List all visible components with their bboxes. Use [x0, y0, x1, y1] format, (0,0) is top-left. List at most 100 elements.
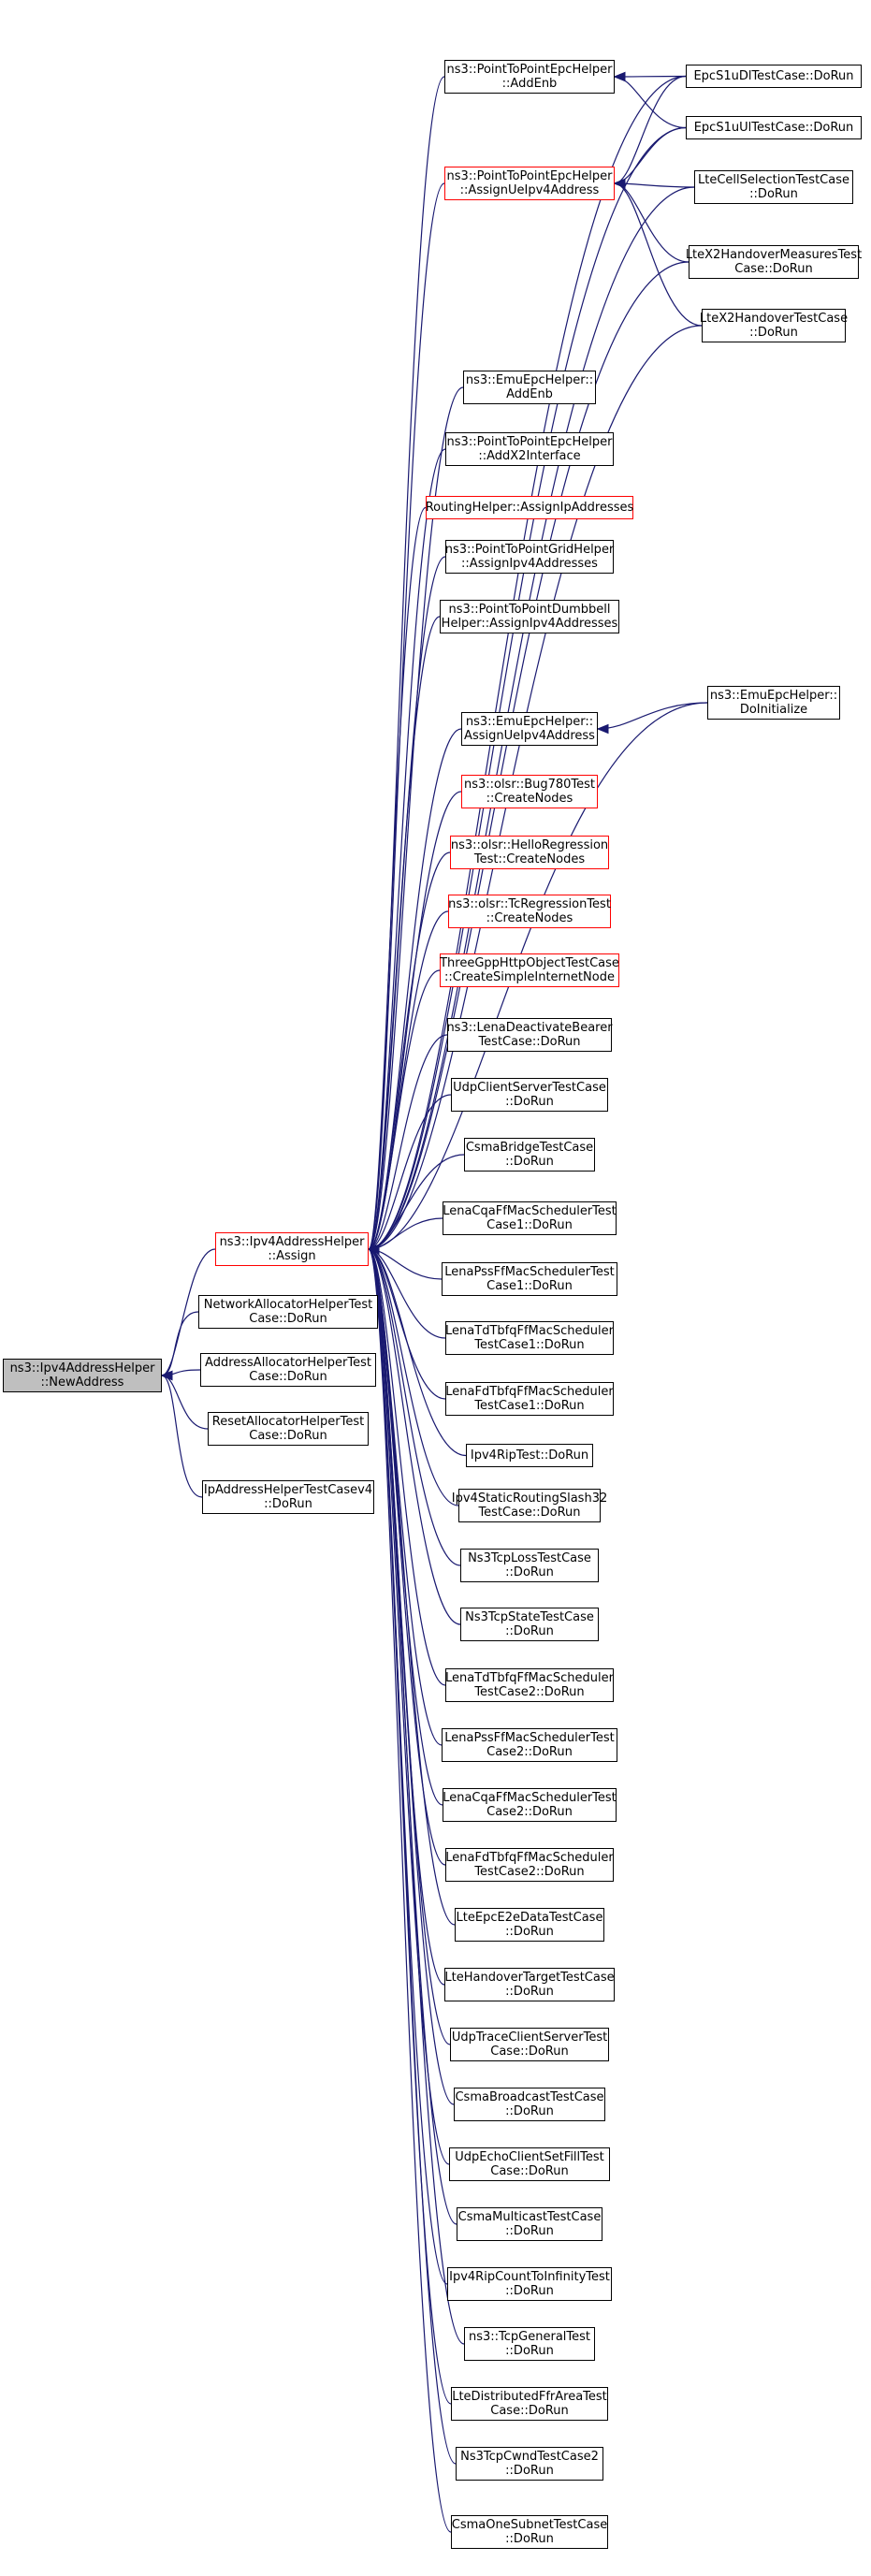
node-label-line: Case::DoRun [249, 1370, 327, 1384]
node-label-line: CsmaBroadcastTestCase [455, 2090, 604, 2104]
node-label-line: NetworkAllocatorHelperTest [203, 1298, 373, 1312]
node-label-line: Helper::AssignIpv4Addresses [441, 617, 618, 631]
node-pointtopointepchelper-addenb[interactable]: ns3::PointToPointEpcHelper::AddEnb [444, 60, 615, 94]
node-pointtopointgridhelper-assignipv4addresses[interactable]: ns3::PointToPointGridHelper::AssignIpv4A… [445, 540, 614, 574]
node-csmabridgetestcase-dorun[interactable]: CsmaBridgeTestCase::DoRun [464, 1138, 595, 1172]
node-label-line: ::DoRun [505, 2532, 554, 2546]
node-label-line: Case::DoRun [734, 262, 813, 276]
node-ltex2handovertestcase-dorun[interactable]: LteX2HandoverTestCase::DoRun [700, 309, 848, 342]
node-label-line: ::DoRun [505, 1155, 554, 1169]
node-label-line: TestCase1::DoRun [474, 1399, 585, 1413]
node-label-line: ns3::EmuEpcHelper:: [465, 715, 594, 729]
node-label-line: TestCase::DoRun [478, 1035, 581, 1049]
node-ipv4ripcounttoinfinitytest-dorun[interactable]: Ipv4RipCountToInfinityTest::DoRun [447, 2267, 612, 2301]
node-ns3tcplosstestcase-dorun[interactable]: Ns3TcpLossTestCase::DoRun [460, 1549, 599, 1582]
node-pointtopointepchelper-assignueipv4address[interactable]: ns3::PointToPointEpcHelper::AssignUeIpv4… [444, 167, 615, 200]
node-label-line: AssignUeIpv4Address [464, 729, 595, 743]
node-label-line: ns3::PointToPointGridHelper [444, 543, 615, 557]
node-csmabroadcasttestcase-dorun[interactable]: CsmaBroadcastTestCase::DoRun [454, 2088, 605, 2121]
node-epcs1uultestcase-dorun[interactable]: EpcS1uUlTestCase::DoRun [686, 116, 862, 139]
node-ipaddresshelpertestcasev4-dorun[interactable]: IpAddressHelperTestCasev4::DoRun [202, 1480, 374, 1514]
node-label-line: Case::DoRun [490, 2404, 569, 2418]
node-ipv4addresshelper-newaddress: ns3::Ipv4AddressHelper::NewAddress [3, 1359, 162, 1392]
node-lteepce2edatatestcase-dorun[interactable]: LteEpcE2eDataTestCase::DoRun [455, 1908, 604, 1942]
edge-n25-to-n1 [368, 1248, 467, 1457]
edge-n37-to-n1 [368, 1248, 450, 2165]
node-label-line: LenaFdTbfqFfMacScheduler [445, 1851, 614, 1865]
node-emuepchelper-doinitialize[interactable]: ns3::EmuEpcHelper::DoInitialize [707, 686, 840, 720]
edge-n2-to-n0 [161, 1311, 199, 1376]
node-label-line: AddressAllocatorHelperTest [205, 1356, 371, 1370]
edge-n29-to-n1 [368, 1248, 446, 1686]
edge-n28-to-n1 [368, 1248, 461, 1625]
node-routinghelper-assignipaddresses[interactable]: RoutingHelper::AssignIpAddresses [426, 496, 633, 519]
node-threegpphttpobjecttestcase-createsimpleinternetnode[interactable]: ThreeGppHttpObjectTestCase::CreateSimple… [440, 953, 619, 987]
node-label-line: ::DoRun [264, 1497, 312, 1511]
node-label-line: Case::DoRun [249, 1312, 327, 1326]
edge-n32-to-n1 [368, 1248, 446, 1866]
edge-n46-to-n7 [614, 182, 695, 188]
node-label-line: LenaPssFfMacSchedulerTest [444, 1731, 615, 1745]
node-label-line: TestCase::DoRun [478, 1506, 581, 1520]
node-emuepchelper-assignueipv4address[interactable]: ns3::EmuEpcHelper::AssignUeIpv4Address [461, 712, 598, 746]
edge-n33-to-n1 [368, 1248, 456, 1926]
node-label-line: ::NewAddress [40, 1375, 124, 1390]
edge-n42-to-n1 [368, 1248, 457, 2465]
node-label-line: Ns3TcpStateTestCase [465, 1610, 594, 1624]
node-label-line: ::DoRun [505, 2284, 554, 2298]
node-epcs1udltestcase-dorun[interactable]: EpcS1uDlTestCase::DoRun [686, 65, 862, 88]
node-label-line: ns3::olsr::TcRegressionTest [448, 897, 611, 911]
node-ltehandovertargettestcase-dorun[interactable]: LteHandoverTargetTestCase::DoRun [444, 1968, 615, 2001]
node-olsr-bug780test-createnodes[interactable]: ns3::olsr::Bug780Test::CreateNodes [461, 775, 598, 808]
node-label-line: UdpTraceClientServerTest [451, 2030, 608, 2045]
node-label-line: LenaCqaFfMacSchedulerTest [443, 1791, 617, 1805]
node-label-line: ns3::Ipv4AddressHelper [219, 1235, 365, 1249]
edge-n49-to-n13 [597, 702, 708, 730]
edge-n47-to-n7 [614, 182, 690, 263]
node-tcpgeneraltest-dorun[interactable]: ns3::TcpGeneralTest::DoRun [464, 2327, 595, 2361]
node-label-line: Test::CreateNodes [473, 852, 586, 866]
node-label-line: ::DoRun [749, 326, 798, 340]
node-label-line: ::AssignIpv4Addresses [461, 557, 598, 571]
edge-n8-to-n1 [368, 386, 464, 1250]
node-olsr-tcregressiontest-createnodes[interactable]: ns3::olsr::TcRegressionTest::CreateNodes [448, 895, 611, 928]
node-ipv4riptest-dorun[interactable]: Ipv4RipTest::DoRun [466, 1444, 593, 1467]
node-ipv4addresshelper-assign[interactable]: ns3::Ipv4AddressHelper::Assign [215, 1232, 369, 1266]
node-ltecellselectiontestcase-dorun[interactable]: LteCellSelectionTestCase::DoRun [694, 170, 853, 204]
node-label-line: ::Assign [268, 1249, 316, 1263]
node-label-line: AddEnb [506, 387, 553, 401]
node-ns3tcpstatetestcase-dorun[interactable]: Ns3TcpStateTestCase::DoRun [460, 1608, 599, 1641]
arrowhead-n48-to-n7 [613, 178, 626, 189]
node-udpclientservertestcase-dorun[interactable]: UdpClientServerTestCase::DoRun [451, 1078, 608, 1112]
edge-n5-to-n0 [161, 1375, 203, 1498]
edge-n6-to-n1 [368, 76, 445, 1250]
node-csmaonesubnettestcase-dorun[interactable]: CsmaOneSubnetTestCase::DoRun [451, 2515, 608, 2549]
edge-n40-to-n1 [368, 1248, 465, 2345]
node-pointtopointepchelper-addx2interface[interactable]: ns3::PointToPointEpcHelper::AddX2Interfa… [445, 432, 614, 466]
node-csmamulticasttestcase-dorun[interactable]: CsmaMulticastTestCase::DoRun [457, 2207, 602, 2241]
node-emuepchelper-addenb[interactable]: ns3::EmuEpcHelper::AddEnb [463, 371, 596, 404]
node-label-line: ns3::EmuEpcHelper:: [709, 689, 838, 703]
arrowhead-n49-to-n13 [596, 723, 609, 735]
node-ns3tcpcwndtestcase2-dorun[interactable]: Ns3TcpCwndTestCase2::DoRun [456, 2447, 603, 2481]
node-label-line: Ipv4RipTest::DoRun [470, 1448, 589, 1463]
